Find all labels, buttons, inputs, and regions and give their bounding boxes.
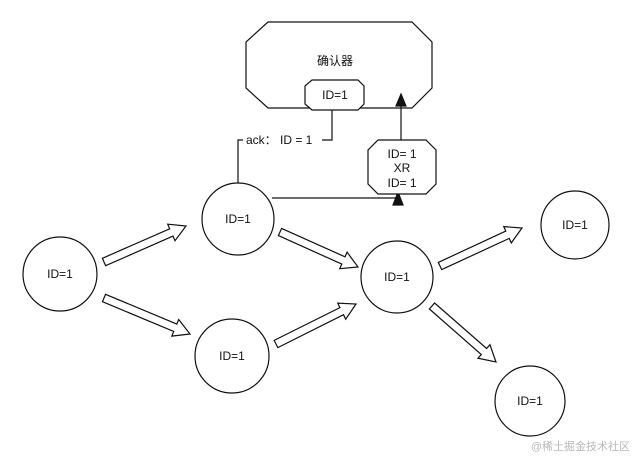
node-upper-label: ID=1 bbox=[225, 212, 251, 226]
arrow-left-to-lower bbox=[101, 293, 192, 337]
ack-label: ack： ID = 1 bbox=[246, 133, 313, 147]
xr-to-confirmer-arrowhead bbox=[395, 92, 407, 107]
xr-line1: ID= 1 bbox=[387, 147, 416, 161]
xr-packet-shape bbox=[367, 139, 437, 195]
xr-line3: ID= 1 bbox=[387, 176, 416, 190]
node-middle-label: ID=1 bbox=[384, 270, 410, 284]
flow-arrows bbox=[101, 223, 524, 363]
upper-to-xr-arrowhead bbox=[392, 190, 404, 206]
arrow-lower-to-middle bbox=[273, 302, 358, 349]
node-upper bbox=[201, 182, 275, 256]
watermark: @稀土掘金技术社区 bbox=[531, 439, 630, 453]
node-upper-right bbox=[540, 190, 610, 260]
node-lower bbox=[194, 318, 270, 394]
node-upper-right-label: ID=1 bbox=[562, 218, 588, 232]
xr-line2: XR bbox=[394, 161, 411, 175]
confirmer-shape bbox=[245, 21, 433, 109]
node-lower-right bbox=[494, 365, 566, 437]
arrow-middle-to-lower-right bbox=[428, 302, 497, 363]
node-middle bbox=[360, 240, 434, 314]
arrow-upper-to-middle bbox=[277, 227, 360, 270]
confirmer-title: 确认器 bbox=[317, 54, 353, 68]
confirmer-inner-label: ID=1 bbox=[322, 88, 348, 102]
arrow-middle-to-upper-right bbox=[437, 225, 524, 271]
confirmer-inner-shape bbox=[304, 79, 365, 111]
ack-vertical-line bbox=[237, 139, 244, 183]
ack-label-bg bbox=[243, 131, 321, 148]
node-left bbox=[22, 236, 98, 312]
node-lower-right-label: ID=1 bbox=[517, 394, 543, 408]
node-left-label: ID=1 bbox=[47, 267, 73, 281]
arrow-left-to-upper bbox=[101, 223, 188, 267]
ack-connector-line bbox=[322, 110, 333, 141]
node-lower-label: ID=1 bbox=[219, 349, 245, 363]
